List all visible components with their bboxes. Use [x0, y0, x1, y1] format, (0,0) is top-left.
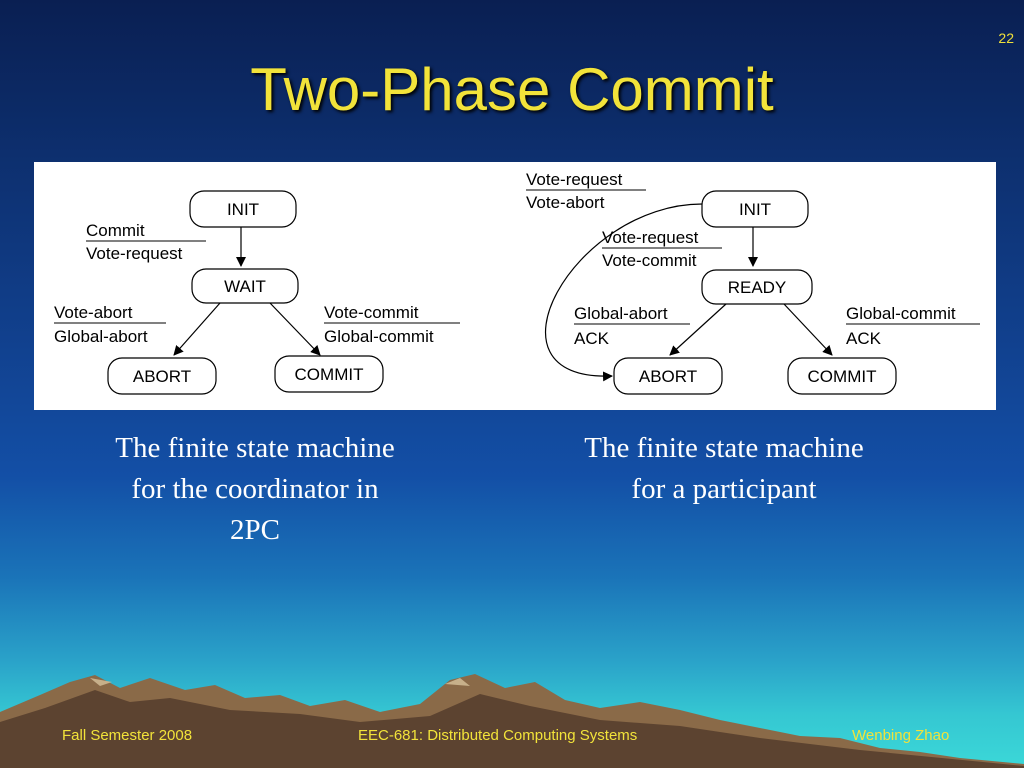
participant-fsm: Vote-request Vote-abort INIT Vote-reques… — [526, 170, 980, 395]
state-commit: COMMIT — [274, 355, 384, 393]
label-ack: ACK — [846, 329, 882, 348]
edge-ready-commit — [783, 303, 833, 356]
coordinator-fsm: INIT Commit Vote-request WAIT Vote-abort… — [54, 190, 460, 395]
edge-ready-abort — [669, 303, 727, 356]
edge-wait-commit — [269, 302, 321, 356]
fsm-figure: INIT Commit Vote-request WAIT Vote-abort… — [34, 162, 996, 410]
state-commit-label: COMMIT — [808, 367, 877, 386]
state-commit: COMMIT — [787, 357, 897, 395]
state-wait: WAIT — [191, 268, 299, 304]
edge-wait-abort — [173, 302, 221, 356]
label-global-abort: Global-abort — [574, 304, 668, 323]
label-vote-abort: Vote-abort — [54, 303, 133, 322]
label-global-commit: Global-commit — [846, 304, 956, 323]
state-abort-label: ABORT — [639, 367, 697, 386]
label-vote-request: Vote-request — [526, 170, 623, 189]
footer-semester: Fall Semester 2008 — [62, 727, 193, 744]
state-init-label: INIT — [739, 200, 771, 219]
state-abort-label: ABORT — [133, 367, 191, 386]
caption-coordinator: The finite state machine for the coordin… — [115, 432, 395, 546]
state-abort: ABORT — [613, 357, 723, 395]
label-vote-abort: Vote-abort — [526, 193, 605, 212]
footer-author: Wenbing Zhao — [852, 727, 950, 744]
label-vote-commit: Vote-commit — [602, 251, 697, 270]
state-init-label: INIT — [227, 200, 259, 219]
slide-title: Two-Phase Commit — [250, 56, 774, 123]
label-vote-commit: Vote-commit — [324, 303, 419, 322]
state-abort: ABORT — [107, 357, 217, 395]
state-init: INIT — [701, 190, 809, 228]
label-commit: Commit — [86, 221, 145, 240]
state-wait-label: WAIT — [224, 277, 266, 296]
state-commit-label: COMMIT — [295, 365, 364, 384]
label-ack: ACK — [574, 329, 610, 348]
label-global-commit: Global-commit — [324, 327, 434, 346]
state-ready: READY — [701, 269, 813, 305]
label-global-abort: Global-abort — [54, 327, 148, 346]
edge-init-abort — [545, 203, 703, 382]
label-vote-request-2: Vote-request — [602, 228, 699, 247]
label-vote-request: Vote-request — [86, 244, 183, 263]
state-ready-label: READY — [728, 278, 787, 297]
caption-participant: The finite state machine for a participa… — [584, 432, 864, 505]
footer-course: EEC-681: Distributed Computing Systems — [358, 727, 638, 744]
mountain-decoration — [0, 674, 1024, 768]
state-init: INIT — [189, 190, 297, 228]
slide-number: 22 — [998, 30, 1014, 46]
